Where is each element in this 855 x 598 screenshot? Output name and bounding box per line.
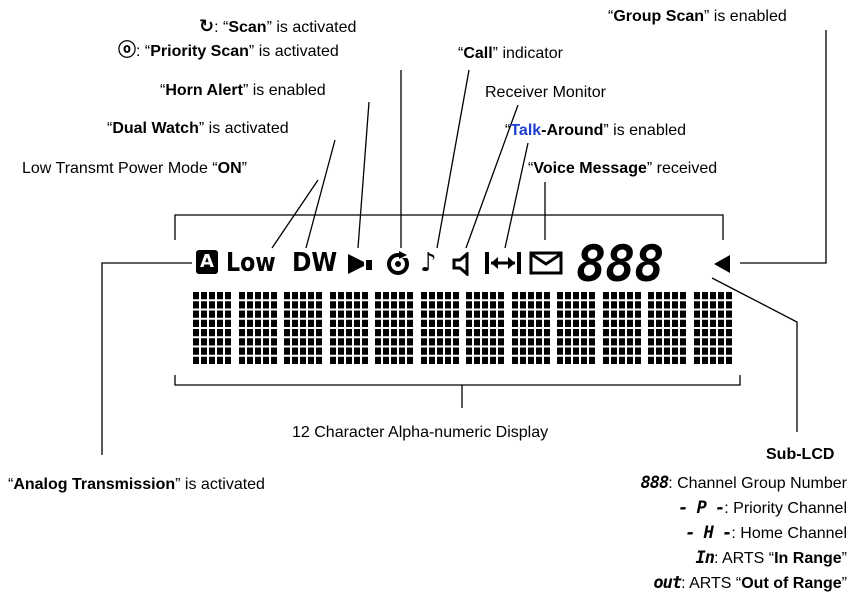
sub-lcd-title: Sub-LCD <box>766 446 835 463</box>
sub-lcd-item: 888: Channel Group Number <box>640 473 847 493</box>
matrix-char <box>375 292 413 364</box>
sub-lcd-item: - P -: Priority Channel <box>678 498 847 518</box>
sub-lcd-code: out <box>653 573 682 593</box>
sub-lcd-item: out: ARTS “Out of Range” <box>653 573 847 593</box>
horn-icon <box>348 254 372 274</box>
sub-lcd-code: In <box>695 548 715 568</box>
sub-lcd-list: 888: Channel Group Number - P -: Priority… <box>517 471 847 596</box>
low-power-leader <box>271 179 319 249</box>
sub-lcd-code: - P - <box>678 498 725 518</box>
sub-lcd-digits: 888 <box>576 235 664 293</box>
label-receiver-monitor: Receiver Monitor <box>485 84 606 101</box>
call-icon: ♪ <box>420 248 437 278</box>
label-alpha-display: 12 Character Alpha-numeric Display <box>292 424 549 441</box>
sub-lcd-code: 888 <box>640 473 670 493</box>
priority-scan-lcd-icon <box>387 251 409 275</box>
matrix-char <box>466 292 504 364</box>
matrix-char <box>329 292 368 364</box>
label-horn-alert: “Horn Alert” is enabled <box>160 82 326 99</box>
matrix-char <box>511 292 550 364</box>
group-scan-leader <box>740 30 827 264</box>
matrix-char <box>193 292 231 364</box>
matrix-char <box>557 292 595 364</box>
alpha-numeric-display <box>193 292 733 364</box>
matrix-char <box>602 292 641 364</box>
analog-icon: A <box>196 250 218 274</box>
label-analog-tx: “Analog Transmission” is activated <box>8 476 265 493</box>
monitor-icon <box>452 252 469 276</box>
call-leader <box>436 69 470 249</box>
matrix-char <box>420 292 459 364</box>
talk-around-icon <box>485 252 521 274</box>
sub-lcd-leader <box>711 277 798 432</box>
label-talk-around: “Talk-Around” is enabled <box>505 122 687 139</box>
sub-lcd-code: - H - <box>685 523 732 543</box>
sub-lcd-item: - H -: Home Channel <box>685 523 847 543</box>
matrix-char <box>648 292 686 364</box>
sub-lcd-item: In: ARTS “In Range” <box>695 548 847 568</box>
label-priority-scan: ⓞ: “Priority Scan” is activated <box>118 40 339 61</box>
voice-message-icon <box>529 251 563 275</box>
monitor-leader <box>465 104 519 249</box>
label-dual-watch: “Dual Watch” is activated <box>107 120 289 137</box>
label-low-power: Low Transmt Power Mode “ON” <box>22 160 247 177</box>
scan-icon: ↻ <box>199 16 215 37</box>
lcd-frame-bottom <box>174 375 741 386</box>
group-scan-icon <box>714 255 730 273</box>
talk-around-leader <box>504 142 529 249</box>
label-voice-message: “Voice Message” received <box>528 160 718 177</box>
priority-scan-icon: ⓞ <box>118 40 136 61</box>
label-scan: ↻: “Scan” is activated <box>199 16 357 37</box>
label-call: “Call” indicator <box>458 45 563 62</box>
matrix-char <box>284 292 322 364</box>
horn-leader <box>357 101 370 249</box>
analog-leader <box>101 262 192 455</box>
matrix-char <box>238 292 277 364</box>
dual-watch-leader <box>305 139 336 249</box>
dual-watch-text: DW <box>292 248 338 278</box>
low-power-text: Low <box>226 248 276 278</box>
lcd-frame-top <box>174 214 724 240</box>
matrix-char <box>693 292 732 364</box>
label-group-scan: “Group Scan” is enabled <box>608 8 787 25</box>
